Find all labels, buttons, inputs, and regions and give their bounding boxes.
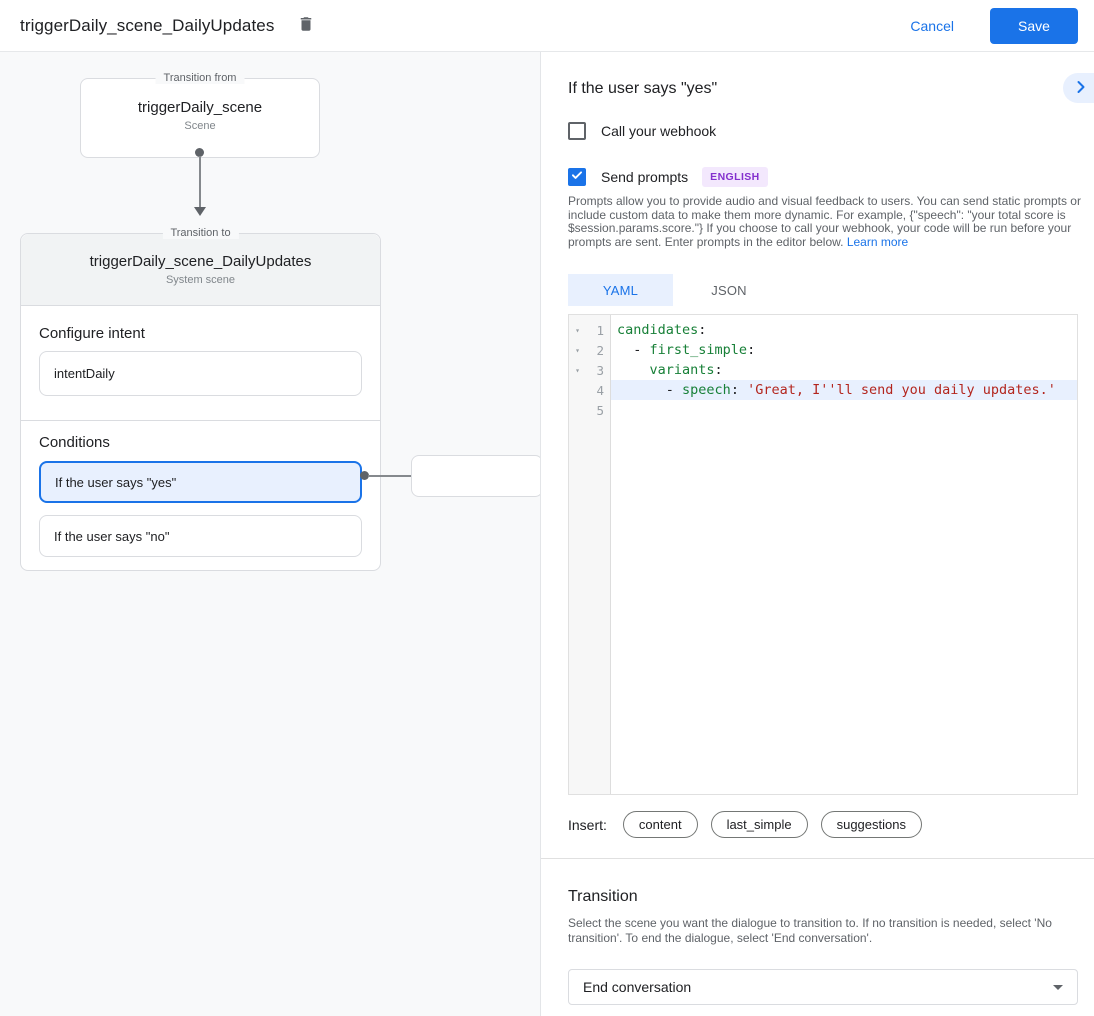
editor-gutter-line[interactable]: ▾3 [569,360,610,380]
transition-target-node[interactable] [411,455,540,497]
transition-from-label: Transition from [155,72,245,84]
condition-detail-panel: If the user says "yes" Call your webhook… [541,52,1094,1016]
line-number: 5 [596,402,604,418]
insert-label: Insert: [568,816,607,833]
transition-selected-value: End conversation [583,979,692,995]
editor-gutter-line[interactable]: 4 [569,380,610,400]
tab-yaml[interactable]: YAML [568,274,673,306]
top-bar: triggerDaily_scene_DailyUpdates Cancel S… [0,0,1094,52]
scene-flow-panel: Transition from triggerDaily_scene Scene… [0,52,541,1016]
code-token-pln: : [730,382,748,398]
editor-line[interactable]: candidates: [611,320,1077,340]
code-token-str: 'Great, I''ll send you daily updates.' [747,382,1056,398]
connector-arrowhead-down [194,207,206,216]
fold-arrow-icon[interactable]: ▾ [575,345,580,355]
send-prompts-row: Send prompts ENGLISH [568,167,768,187]
to-scene-name: triggerDaily_scene_DailyUpdates [89,253,312,270]
scene-card-body: Configure intent intentDaily Conditions … [21,325,380,557]
code-token-key: speech [682,382,731,398]
transition-select[interactable]: End conversation [568,969,1078,1005]
delete-scene-button[interactable] [290,10,322,42]
to-scene-type: System scene [165,274,236,286]
transition-from-node[interactable]: Transition from triggerDaily_scene Scene [80,72,320,158]
language-badge: ENGLISH [702,167,768,187]
connector-dot-top [195,148,204,157]
line-number: 1 [596,322,604,338]
conditions-heading: Conditions [39,434,110,451]
code-token-key: candidates [617,322,699,338]
collapse-panel-button[interactable] [1063,73,1094,103]
connector-line-vertical [199,156,201,207]
chevron-right-icon [1071,77,1091,100]
condition-title: If the user says "yes" [568,80,718,97]
code-token-pln: - [617,382,683,398]
dropdown-caret-icon [1053,984,1063,990]
code-token-pln: - [617,342,650,358]
scene-card-header: triggerDaily_scene_DailyUpdates System s… [21,234,380,306]
webhook-checkbox[interactable] [568,122,586,140]
connector-line-horizontal [368,475,423,477]
section-divider [541,858,1094,859]
from-scene-name: triggerDaily_scene [137,99,263,116]
editor-line[interactable] [611,400,1077,420]
send-prompts-label: Send prompts [601,169,689,185]
insert-chip-content[interactable]: content [622,811,698,838]
fold-arrow-icon[interactable]: ▾ [575,325,580,335]
prompts-description-text: Prompts allow you to provide audio and v… [568,194,1081,249]
insert-row: Insert: content last_simple suggestions [568,811,935,838]
code-token-pln: : [747,342,756,358]
condition-item-yes[interactable]: If the user says "yes" [39,461,362,503]
prompts-description: Prompts allow you to provide audio and v… [568,194,1082,249]
code-token-pln [617,362,650,378]
editor-line-active[interactable]: - speech: 'Great, I''ll send you daily u… [611,380,1077,400]
editor-gutter-line[interactable]: ▾2 [569,340,610,360]
trash-icon [297,14,315,37]
editor-format-tabs: YAML JSON [568,274,785,306]
fold-arrow-icon[interactable]: ▾ [575,365,580,375]
line-number: 4 [596,382,604,398]
page-title: triggerDaily_scene_DailyUpdates [20,15,275,35]
insert-chip-last-simple[interactable]: last_simple [710,811,808,838]
from-scene-type: Scene [184,120,216,132]
card-divider [21,420,380,421]
code-token-pln: : [698,322,707,338]
line-number: 3 [596,362,604,378]
send-prompts-checkbox[interactable] [568,168,586,186]
checkmark-icon [570,168,584,187]
configure-intent-heading: Configure intent [39,325,145,342]
webhook-label: Call your webhook [601,123,717,139]
connector-dot-condition [360,471,369,480]
tab-json[interactable]: JSON [711,282,747,298]
transition-description: Select the scene you want the dialogue t… [568,916,1052,945]
insert-chip-suggestions[interactable]: suggestions [820,811,922,838]
cancel-button[interactable]: Cancel [894,10,970,42]
condition-item-no[interactable]: If the user says "no" [39,515,362,557]
code-token-pln: : [714,362,723,378]
editor-line[interactable]: variants: [611,360,1077,380]
line-number: 2 [596,342,604,358]
editor-code[interactable]: candidates: - first_simple: variants: - … [611,315,1077,794]
transition-heading: Transition [568,888,638,905]
code-token-key: variants [649,362,715,378]
editor-gutter-line[interactable]: 5 [569,400,610,420]
webhook-row: Call your webhook [568,122,716,140]
learn-more-link[interactable]: Learn more [846,234,909,249]
transition-to-card: Transition to triggerDaily_scene_DailyUp… [20,227,381,571]
save-button[interactable]: Save [990,7,1078,44]
editor-gutter-line[interactable]: ▾1 [569,320,610,340]
transition-to-label: Transition to [162,227,239,239]
code-token-key: first_simple [649,342,748,358]
editor-line[interactable]: - first_simple: [611,340,1077,360]
intent-item[interactable]: intentDaily [39,351,362,396]
